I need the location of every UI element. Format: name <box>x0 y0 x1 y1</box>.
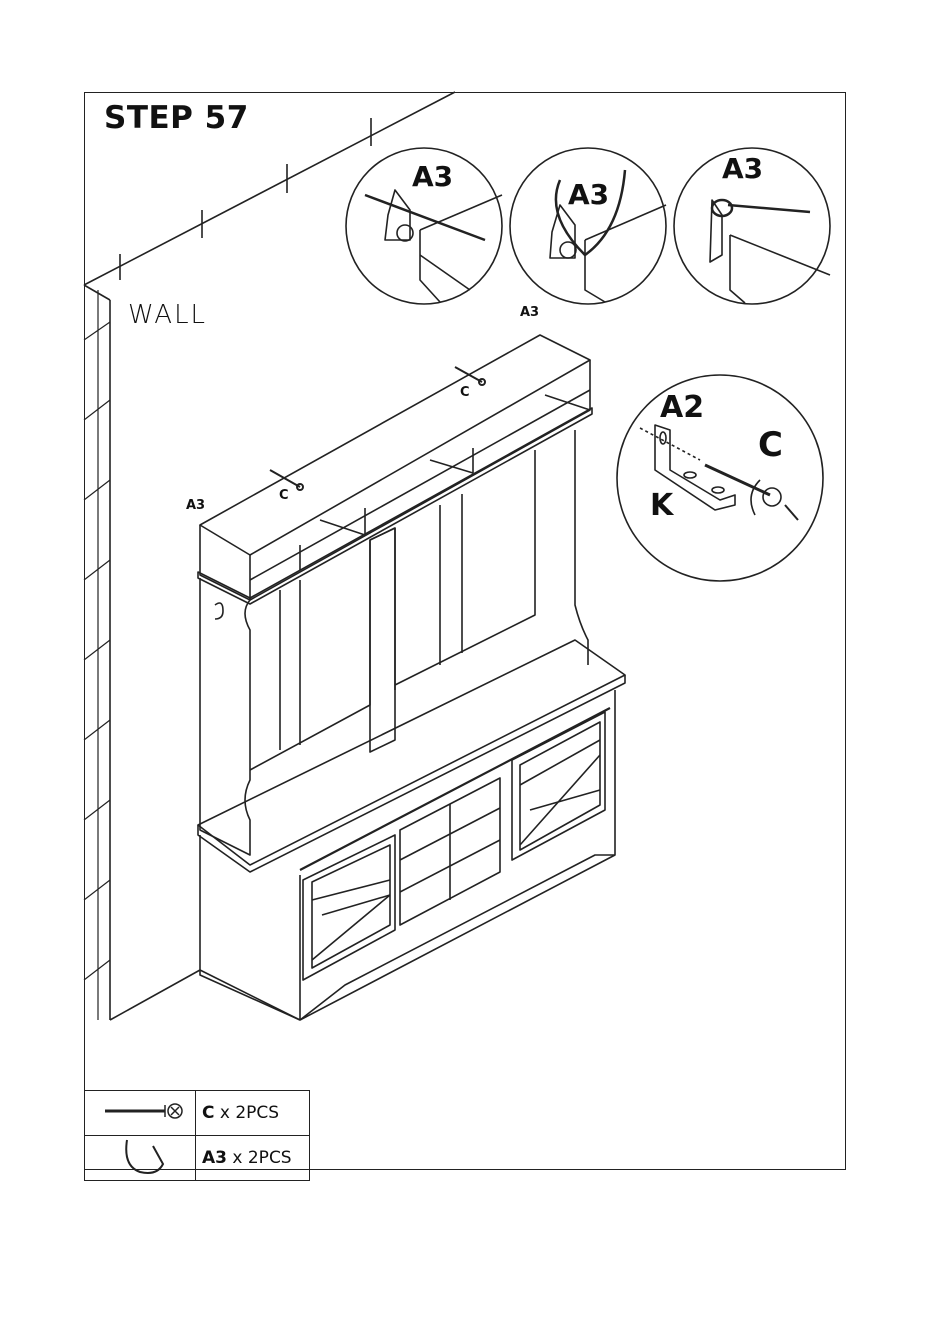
parts-list: C x 2PCS A3 x 2PCS <box>84 1090 310 1181</box>
parts-row-tie: A3 x 2PCS <box>85 1136 310 1181</box>
parts-label-screw: C x 2PCS <box>196 1091 310 1136</box>
cabinet-a3-left-label: A3 <box>186 498 205 513</box>
bracket-part-label: A2 <box>660 390 704 425</box>
cabinet-c-right-label: C <box>460 385 470 400</box>
parts-label-tie: A3 x 2PCS <box>196 1136 310 1181</box>
parts-code: C <box>202 1103 214 1123</box>
bracket-screw-label: C <box>758 425 783 465</box>
parts-code: A3 <box>202 1148 227 1168</box>
bracket-plate-label: K <box>650 488 673 523</box>
parts-qty: x 2PCS <box>220 1103 279 1123</box>
parts-row-screw: C x 2PCS <box>85 1091 310 1136</box>
parts-qty: x 2PCS <box>232 1148 291 1168</box>
cabinet-drawing <box>198 335 625 1020</box>
top-screws <box>270 367 485 490</box>
cabinet-a3-right-label: A3 <box>520 305 539 320</box>
detail2-part-label: A3 <box>568 178 609 211</box>
screw-icon <box>85 1091 196 1136</box>
detail-circle-bracket <box>617 375 823 581</box>
cabinet-c-left-label: C <box>279 488 289 503</box>
detail1-part-label: A3 <box>412 160 453 193</box>
cable-tie-icon <box>85 1136 196 1181</box>
detail-circle-tie-loop <box>510 148 666 304</box>
detail3-part-label: A3 <box>722 152 763 185</box>
